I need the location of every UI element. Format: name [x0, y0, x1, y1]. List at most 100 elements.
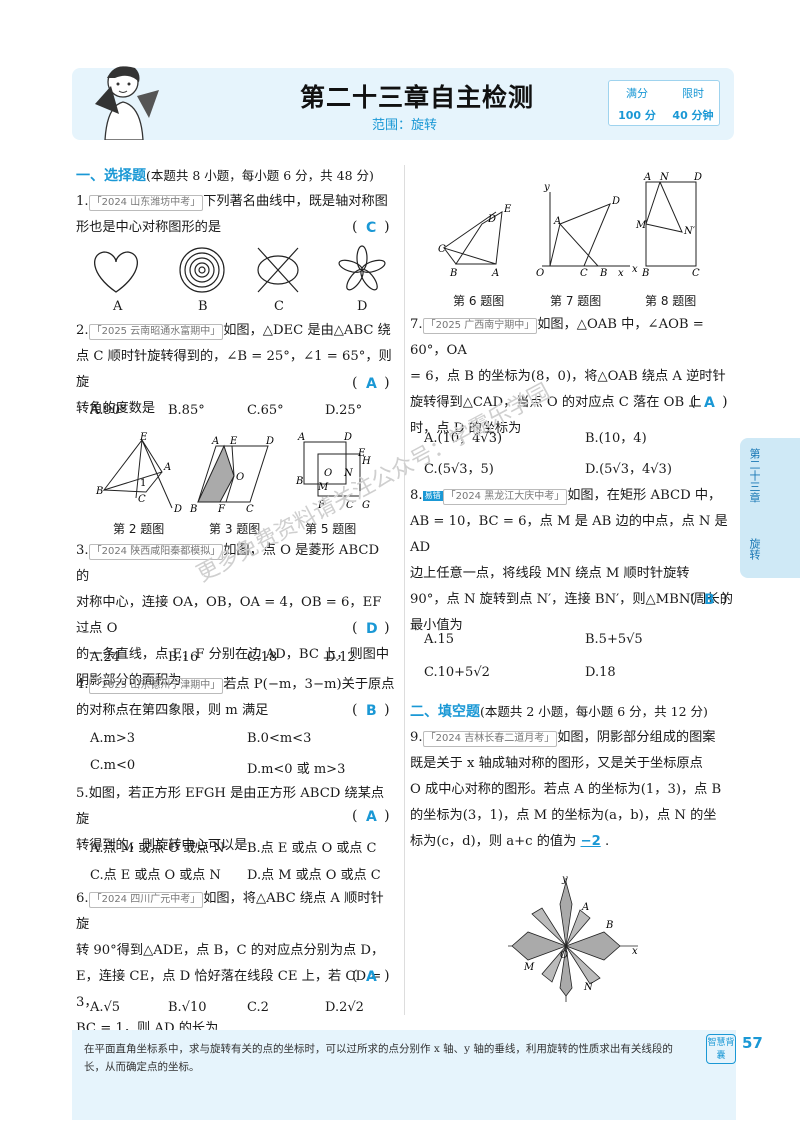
svg-text:B: B	[189, 504, 197, 515]
q3-option-b: B.16	[168, 650, 199, 665]
q3-line3: 的一条直线，点 E，F 分别在边 AD，BC 上，则图中	[76, 647, 390, 662]
q7-line2: = 6，点 B 的坐标为(8，0)，将△OAB 绕点 A 逆时针	[410, 369, 726, 384]
q8-number: 8.	[410, 488, 423, 503]
svg-text:D: D	[265, 436, 274, 447]
section-choice-title: 一、选择题	[76, 168, 146, 184]
svg-text:E: E	[503, 204, 512, 215]
q1-option-b: B	[198, 299, 208, 314]
column-divider	[404, 165, 405, 1015]
svg-text:E: E	[139, 432, 148, 443]
question-1: 1.「2024 山东潍坊中考」下列著名曲线中，既是轴对称图 形也是中心对称图形的…	[76, 189, 396, 241]
chapter-side-tab: 第二十三章 旋转	[740, 438, 800, 578]
q5-figure-caption: 第 5 题图	[305, 522, 357, 536]
q2-option-d: D.25°	[325, 403, 363, 418]
svg-text:O: O	[236, 472, 244, 483]
q3-option-a: A.24	[90, 650, 121, 665]
q4-answer-paren: ( )	[352, 702, 390, 718]
svg-text:H: H	[361, 456, 371, 467]
q9-line4: 的坐标为(3，1)，点 M 的坐标为(a，b)，点 N 的坐	[410, 808, 717, 823]
q6-line3: E，连接 CE，点 D 恰好落在线段 CE 上，若 CD = 3，	[76, 969, 382, 1010]
q8-option-a: A.15	[424, 632, 455, 647]
q8-source: 「2024 黑龙江大庆中考」	[442, 489, 568, 505]
heart-curve	[94, 251, 138, 293]
svg-text:C: C	[138, 494, 146, 505]
q6-number: 6.	[76, 891, 89, 906]
scope-label: 范围：旋转	[372, 118, 438, 133]
q6-figure-caption: 第 6 题图	[453, 294, 505, 308]
q7-figure-caption: 第 7 题图	[550, 294, 602, 308]
q2-source: 「2025 云南昭通水富期中」	[88, 324, 224, 340]
svg-text:N: N	[343, 468, 354, 479]
q3-line1: 如图，点 O 是菱形 ABCD 的	[76, 543, 380, 584]
question-5: 5.如图，若正方形 EFGH 是由正方形 ABCD 绕某点旋 转得到的，则旋转中…	[76, 781, 396, 859]
question-6: 6.「2024 四川广元中考」如图，将△ABC 绕点 A 顺时针旋 转 90°得…	[76, 886, 396, 1042]
q3-source: 「2024 陕西咸阳秦都模拟」	[88, 544, 224, 560]
q8-line4: 90°，点 N 旋转到点 N′，连接 BN′，则△MBN′周长的	[410, 592, 733, 607]
svg-text:C: C	[346, 500, 354, 511]
q5-answer: A	[366, 809, 377, 825]
footer-stamp: 智慧背囊	[706, 1034, 736, 1064]
question-4: 4.「2025 山东德州宁津期中」若点 P(−m，3−m)关于原点 的对称点在第…	[76, 672, 396, 724]
q4-answer: B	[366, 703, 377, 719]
svg-text:A: A	[297, 432, 305, 443]
q2-line1: 如图，△DEC 是由△ABC 绕	[223, 323, 391, 338]
flower-curve	[338, 245, 386, 291]
svg-text:O: O	[324, 468, 332, 479]
svg-text:O: O	[560, 950, 568, 961]
question-7: 7.「2025 广西南宁期中」如图，△OAB 中，∠AOB = 60°，OA =…	[410, 312, 736, 442]
q2-answer: A	[366, 376, 377, 392]
q9-number: 9.	[410, 730, 423, 745]
svg-text:D: D	[611, 196, 620, 207]
q6-option-a: A.√5	[90, 1000, 121, 1015]
q6-option-d: D.2√2	[325, 1000, 364, 1015]
score-box: 满分 限时 100 分 40 分钟	[608, 80, 720, 126]
svg-text:D: D	[487, 214, 496, 225]
svg-text:B: B	[641, 268, 649, 279]
q8-option-c: C.10+5√2	[424, 665, 490, 680]
q6-line2: 转 90°得到△ADE，点 B，C 的对应点分别为点 D，	[76, 943, 385, 958]
svg-text:B: B	[295, 476, 303, 487]
page-number: 57	[742, 1034, 763, 1052]
svg-text:E: E	[229, 436, 238, 447]
q5-option-d: D.点 M 或点 O 或点 C	[247, 868, 381, 883]
q1-option-d: D	[357, 299, 368, 314]
svg-text:D: D	[693, 172, 702, 183]
time-limit-value: 40 分钟	[672, 109, 714, 122]
svg-text:M: M	[317, 482, 329, 493]
time-limit-label: 限时	[682, 87, 704, 100]
q7-option-a: A.(10，4√3)	[424, 431, 503, 446]
full-score-label: 满分	[626, 87, 648, 100]
q6-line1: 如图，将△ABC 绕点 A 顺时针旋	[76, 891, 384, 932]
q7-answer: A	[704, 395, 715, 411]
section-fill-title: 二、填空题	[410, 704, 480, 720]
q3-option-d: D.12	[325, 650, 356, 665]
side-chapter: 第二十三章	[748, 448, 761, 503]
q3-number: 3.	[76, 543, 89, 558]
svg-text:B: B	[599, 268, 607, 279]
section-choice-note: (本题共 8 小题，每小题 6 分，共 48 分)	[146, 168, 374, 183]
q7-option-c: C.(5√3，5)	[424, 462, 494, 477]
svg-text:D: D	[343, 432, 352, 443]
q8-tag: 易错	[422, 490, 443, 501]
svg-text:C: C	[692, 268, 700, 279]
student-illustration	[95, 66, 159, 140]
q8-option-d: D.18	[585, 665, 616, 680]
svg-text:C: C	[438, 244, 446, 255]
q2-answer-paren: ( )	[352, 375, 390, 391]
question-8: 8.易错「2024 黑龙江大庆中考」如图，在矩形 ABCD 中， AB = 10…	[410, 483, 736, 639]
svg-text:B: B	[95, 486, 103, 497]
q8-line5: 最小值为	[410, 618, 463, 633]
q9-line1: 如图，阴影部分组成的图案	[557, 730, 716, 745]
q1-number: 1.	[76, 194, 89, 209]
q7-option-d: D.(5√3，4√3)	[585, 462, 672, 477]
svg-text:y: y	[543, 182, 550, 193]
q8-line2: AB = 10，BC = 6，点 M 是 AB 边的中点，点 N 是 AD	[410, 514, 728, 555]
q5-option-a: A.点 M 或点 O 或点 N	[90, 841, 225, 856]
q6-answer-paren: ( )	[352, 968, 390, 984]
q5-option-c: C.点 E 或点 O 或点 N	[90, 868, 221, 883]
svg-text:M: M	[523, 962, 535, 973]
svg-text:C: C	[246, 504, 254, 515]
q2-option-c: C.65°	[247, 403, 284, 418]
